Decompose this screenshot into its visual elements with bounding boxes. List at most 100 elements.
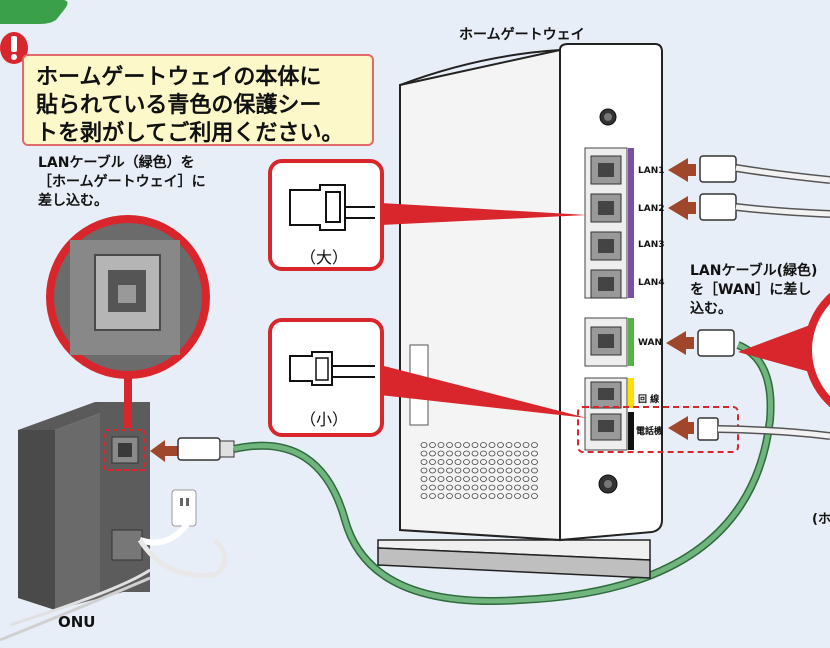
lan-instruction-line-1: LANケーブル（緑色）を [38, 155, 195, 171]
vent-hole [531, 467, 538, 474]
vent-hole [454, 450, 462, 457]
port-label-phone: 電話機 [636, 427, 664, 437]
vent-hole [420, 450, 428, 457]
vent-hole [514, 493, 521, 499]
vent-hole [429, 476, 436, 482]
vent-hole [531, 450, 538, 457]
vent-hole [420, 493, 428, 499]
vent-hole [420, 467, 428, 474]
onu-zoom-circle [46, 215, 210, 428]
warning-line-2: 貼られている青色の保護シー [36, 93, 322, 118]
vent-hole [505, 493, 513, 499]
vent-hole [514, 467, 521, 474]
vent-hole [531, 476, 538, 482]
vent-hole [497, 476, 504, 482]
vent-hole [446, 476, 453, 482]
small-connector-zoom [268, 318, 384, 437]
vent-hole [454, 476, 462, 482]
connector-small-label: （小） [300, 410, 349, 429]
vent-hole [480, 442, 487, 448]
lan-port-2 [590, 193, 622, 223]
warning-box: ホームゲートウェイの本体に 貼られている青色の保護シー トを剥がしてご利用くださ… [22, 54, 374, 146]
lan1-cable [668, 155, 830, 184]
exclamation-icon [0, 32, 28, 64]
lan-instruction-line-3: 差し込む。 [38, 193, 108, 209]
partial-text: (ホ [812, 512, 830, 527]
vent-hole [522, 442, 530, 448]
vent-hole [480, 467, 487, 474]
vent-hole [454, 459, 462, 465]
lan-port-1 [590, 155, 622, 185]
vent-hole [522, 493, 530, 499]
vent-hole [531, 459, 538, 465]
vent-hole [463, 476, 470, 482]
vent-hole [497, 467, 504, 474]
vent-hole [522, 476, 530, 482]
vent-hole [446, 493, 453, 499]
vent-hole [463, 467, 470, 474]
vent-hole [471, 442, 479, 448]
onu-port-highlight [104, 429, 146, 471]
port-label-wan: WAN [638, 338, 663, 348]
vent-hole [514, 459, 521, 465]
vent-hole [514, 476, 521, 482]
vent-hole [505, 459, 513, 465]
vent-hole [531, 442, 538, 448]
vent-hole [497, 493, 504, 499]
vent-hole [429, 442, 436, 448]
vent-hole [454, 484, 462, 491]
wan-zoom-circle-partial [804, 292, 830, 408]
vent-hole [437, 476, 445, 482]
connector-large-label: （大） [300, 248, 349, 267]
wan-instruction-line-1: LANケーブル(緑色) [690, 263, 818, 279]
vent-hole [497, 442, 504, 448]
vent-hole [488, 493, 496, 499]
vent-hole [463, 442, 470, 448]
vent-hole [480, 476, 487, 482]
onu-label: ONU [58, 613, 96, 631]
vent-hole [429, 467, 436, 474]
vent-hole [522, 467, 530, 474]
vent-hole [446, 442, 453, 448]
vent-hole [471, 467, 479, 474]
vent-hole [463, 484, 470, 491]
wan-instruction: LANケーブル(緑色) を［WAN］に差し 込む。 [690, 262, 817, 319]
vent-hole [505, 442, 513, 448]
vent-hole [420, 459, 428, 465]
warning-line-1: ホームゲートウェイの本体に [36, 65, 322, 90]
vent-hole [505, 467, 513, 474]
wan-instruction-line-3: 込む。 [690, 301, 732, 317]
wan-plug [666, 329, 735, 357]
vent-hole [488, 459, 496, 465]
port-label-line: 回 線 [638, 395, 660, 405]
vent-hole [471, 459, 479, 465]
vent-hole [429, 484, 436, 491]
vent-hole [437, 442, 445, 448]
vent-hole [505, 484, 513, 491]
diagram-title: ホームゲートウェイ [459, 27, 585, 43]
vent-hole [420, 442, 428, 448]
vent-hole [454, 442, 462, 448]
lan2-cable [668, 193, 830, 221]
vent-hole [437, 450, 445, 457]
vent-hole [437, 484, 445, 491]
vent-hole [522, 459, 530, 465]
vent-hole [480, 493, 487, 499]
port-label-lan4: LAN4 [638, 278, 665, 288]
vent-hole [497, 450, 504, 457]
vent-grid [420, 442, 538, 499]
port-label-lan1: LAN1 [638, 166, 665, 176]
vent-hole [505, 476, 513, 482]
vent-hole [480, 450, 487, 457]
onu-cable-plug [150, 437, 235, 462]
vent-hole [446, 459, 453, 465]
vent-hole [522, 484, 530, 491]
vent-hole [505, 450, 513, 457]
vent-hole [471, 450, 479, 457]
vent-hole [429, 493, 436, 499]
vent-hole [446, 484, 453, 491]
onu-device [0, 402, 151, 642]
vent-hole [488, 484, 496, 491]
vent-hole [471, 493, 479, 499]
vent-hole [420, 484, 428, 491]
